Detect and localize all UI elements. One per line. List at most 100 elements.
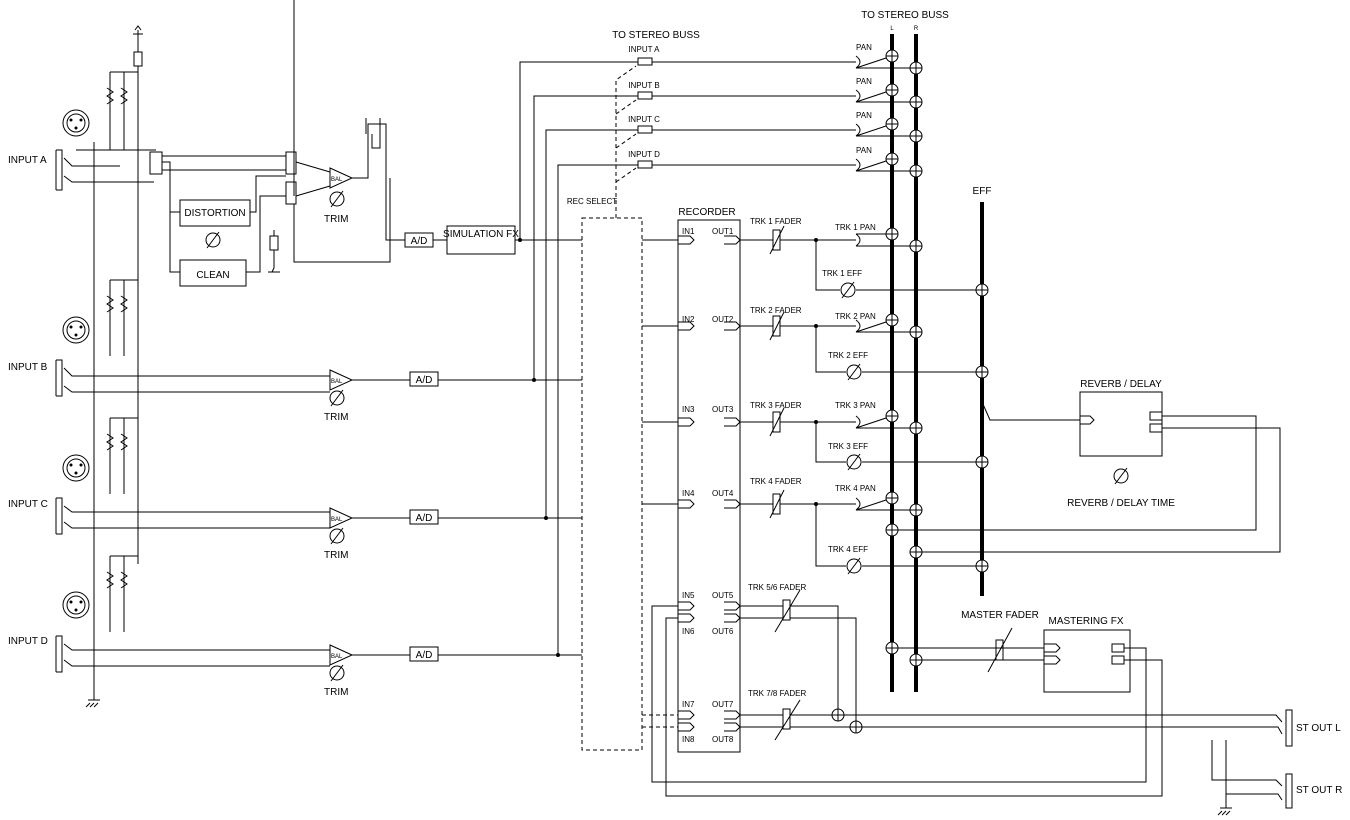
route-input-a-label: INPUT A [629, 45, 661, 54]
trk3-pan-label: TRK 3 PAN [835, 401, 876, 410]
master-section: MASTER FADER MASTERING FX [892, 610, 1163, 693]
trim-a-label: TRIM [324, 214, 348, 225]
out6-label: OUT6 [712, 627, 734, 636]
xlr-jack-a-icon [62, 109, 90, 137]
st-out-r-jack-icon [1268, 773, 1293, 809]
route-input-d-label: INPUT D [628, 150, 660, 159]
reverb-delay-block: REVERB / DELAY REVERB / DELAY TIME [892, 379, 1281, 553]
phone-jack-a-icon [55, 149, 154, 191]
mastering-fx-label: MASTERING FX [1048, 616, 1123, 627]
in4-label: IN4 [682, 489, 695, 498]
out3-label: OUT3 [712, 405, 734, 414]
trk4-fader-label: TRK 4 FADER [750, 477, 802, 486]
bal-a-label: BAL [331, 177, 343, 183]
track-3: TRK 3 FADER TRK 3 PAN TRK 3 EFF [740, 401, 982, 471]
ad-d-label: A/D [416, 650, 433, 661]
to-stereo-buss-top-label: TO STEREO BUSS [861, 10, 949, 21]
pan-a-label: PAN [856, 43, 872, 52]
bus-l-label: L [890, 26, 894, 32]
sum-l-1 [885, 49, 899, 63]
input-c-channel: INPUT C BAL TRIM A/D [8, 417, 582, 561]
out8-label: OUT8 [712, 735, 734, 744]
sum-r-1 [909, 61, 923, 75]
rec-select-label: REC SELECT [567, 197, 617, 206]
pan-c-label: PAN [856, 111, 872, 120]
input-a-processing: A/D SIMULATION FX [404, 225, 582, 255]
trim-b-label: TRIM [324, 412, 348, 423]
phantom-power-rail [85, 25, 143, 708]
phone-jack-d-icon [55, 635, 330, 673]
input-a-channel: INPUT A BAL TRIM DISTORTION CLEAN [8, 0, 405, 674]
st-out-r-label: ST OUT R [1296, 785, 1342, 796]
xlr-jack-d-icon [62, 591, 90, 619]
bus-summing-nodes [885, 49, 989, 667]
trk1-pan-label: TRK 1 PAN [835, 223, 876, 232]
recorder-box [677, 219, 741, 753]
out4-label: OUT4 [712, 489, 734, 498]
distortion-knob-icon [205, 232, 221, 248]
route-input-c-label: INPUT C [628, 115, 660, 124]
clean-label: CLEAN [196, 270, 229, 281]
ad-c-label: A/D [416, 513, 433, 524]
trim-c-knob-icon [329, 528, 345, 544]
trk56-fader-label: TRK 5/6 FADER [748, 583, 806, 592]
stereo-buss-section: TO STEREO BUSS L R EFF [861, 10, 991, 692]
trk1-fader-label: TRK 1 FADER [750, 217, 802, 226]
trk2-fader-label: TRK 2 FADER [750, 306, 802, 315]
route-input-b-label: INPUT B [628, 81, 659, 90]
master-fader-label: MASTER FADER [961, 610, 1039, 621]
st-out-l-label: ST OUT L [1296, 723, 1341, 734]
input-b-label: INPUT B [8, 362, 48, 373]
rec-select: REC SELECT [567, 197, 678, 751]
recorder-label: RECORDER [678, 207, 735, 218]
bal-d-label: BAL [331, 654, 343, 660]
input-c-label: INPUT C [8, 499, 48, 510]
bus-r-label: R [914, 26, 919, 32]
out2-label: OUT2 [712, 315, 734, 324]
sum-r-2 [909, 95, 923, 109]
simulation-fx-label: SIMULATION FX [443, 229, 519, 240]
in7-label: IN7 [682, 700, 695, 709]
bal-b-label: BAL [331, 379, 343, 385]
sum-r-3 [909, 129, 923, 143]
trim-d-knob-icon [329, 665, 345, 681]
phone-jack-c-icon [55, 497, 330, 535]
track-4: TRK 4 FADER TRK 4 PAN TRK 4 EFF [740, 477, 982, 575]
trim-a-knob-icon [329, 191, 345, 207]
trk4-eff-knob-icon [846, 558, 862, 574]
reverb-delay-time-knob-icon [1113, 468, 1129, 484]
track-1: TRK 1 FADER TRK 1 PAN TRK 1 EFF [740, 217, 982, 299]
out7-label: OUT7 [712, 700, 734, 709]
ad-a-label: A/D [411, 236, 428, 247]
bal-c-label: BAL [331, 517, 343, 523]
track-5-6: TRK 5/6 FADER [651, 583, 1163, 797]
trk2-eff-knob-icon [846, 364, 862, 380]
track-7-8: TRK 7/8 FADER [740, 689, 1258, 741]
phone-jack-b-icon [55, 359, 330, 397]
sum-r-4 [909, 164, 923, 178]
trk1-eff-knob-icon [840, 282, 856, 298]
trk3-eff-label: TRK 3 EFF [828, 442, 868, 451]
to-stereo-buss-label: TO STEREO BUSS [612, 30, 700, 41]
pan-b-label: PAN [856, 77, 872, 86]
trk2-eff-label: TRK 2 EFF [828, 351, 868, 360]
sum-l-4 [885, 152, 899, 166]
trk4-eff-label: TRK 4 EFF [828, 545, 868, 554]
distortion-label: DISTORTION [184, 208, 245, 219]
in2-label: IN2 [682, 315, 695, 324]
trk3-eff-knob-icon [846, 454, 862, 470]
trim-b-knob-icon [329, 390, 345, 406]
trk3-fader-label: TRK 3 FADER [750, 401, 802, 410]
out1-label: OUT1 [712, 227, 734, 236]
trk78-fader-label: TRK 7/8 FADER [748, 689, 806, 698]
track-2: TRK 2 FADER TRK 2 PAN TRK 2 EFF [740, 306, 982, 381]
reverb-delay-label: REVERB / DELAY [1080, 379, 1162, 390]
in1-label: IN1 [682, 227, 695, 236]
recorder-block: RECORDER IN1 OUT1 IN2 OUT2 IN3 OUT3 IN4 … [642, 207, 741, 753]
xlr-jack-b-icon [62, 316, 90, 344]
in5-label: IN5 [682, 591, 695, 600]
eff-bus-label: EFF [973, 186, 992, 197]
ad-b-label: A/D [416, 375, 433, 386]
input-a-label: INPUT A [8, 155, 47, 166]
